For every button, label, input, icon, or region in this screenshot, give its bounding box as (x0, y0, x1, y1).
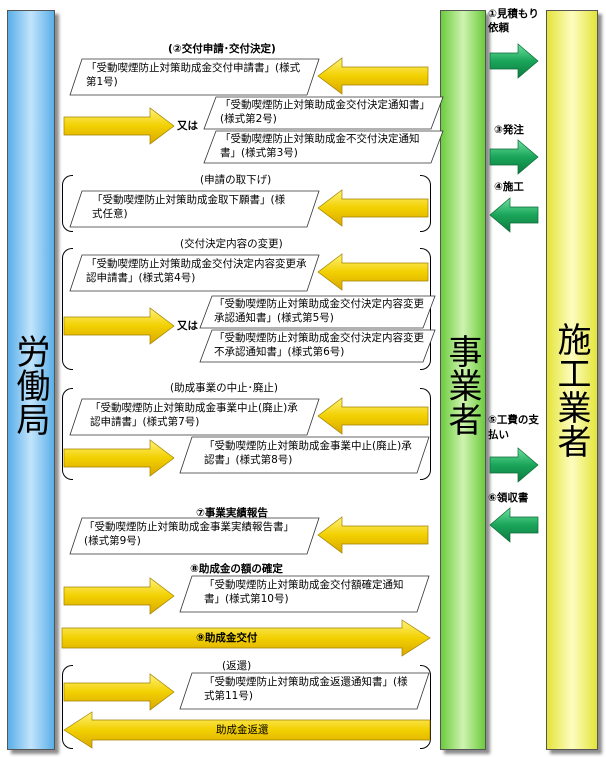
contractor-column (546, 10, 598, 750)
step4-green-arrow (489, 197, 539, 233)
step3-label: ③発注 (494, 124, 524, 136)
s7-doc-frame (69, 517, 320, 555)
change-doc1-frame (69, 254, 320, 292)
step1-green-arrow (489, 43, 539, 79)
s2-yellow-arrow-left (317, 57, 429, 95)
step6-label: ⑥領収書 (488, 492, 529, 504)
change-yellow-arrow-right (63, 307, 175, 345)
return-title: (返還) (222, 660, 252, 672)
s8-yellow-arrow (63, 577, 175, 615)
change-doc2-frame (199, 295, 436, 329)
stop-title: (助成事業の中止･廃止) (170, 382, 278, 394)
labour-bureau-column (7, 10, 55, 750)
business-operator-title: 事業者 (442, 334, 482, 436)
step5-green-arrow (489, 447, 539, 483)
s2-doc2: 「受動喫煙防止対策助成金交付決定通知書」(様式第2号) (220, 99, 430, 125)
s9-long-arrow (61, 619, 431, 657)
contractor-title: 施工業者 (551, 322, 591, 458)
stop-doc1-frame (69, 398, 320, 436)
stop-yellow-arrow-left (317, 397, 429, 435)
s2-doc1: 「受動喫煙防止対策助成金交付申請書」(様式第1号) (86, 62, 301, 88)
step3-green-arrow (489, 139, 539, 175)
change-doc1: 「受動喫煙防止対策助成金交付決定内容変更承認申請書」(様式第4号) (86, 258, 307, 284)
s9-label: ⑨助成金交付 (196, 632, 258, 644)
stop-doc2-frame (179, 436, 430, 474)
s2-yellow-arrow-right (63, 107, 175, 145)
step4-label: ④施工 (494, 181, 524, 193)
withdraw-doc: 「受動喫煙防止対策助成金取下願書」(様式任意) (92, 194, 286, 220)
return-doc-frame (179, 672, 430, 710)
s7-doc: 「受動喫煙防止対策助成金事業実績報告書」(様式第9号) (84, 521, 294, 547)
s2-or-label: 又は (177, 120, 198, 132)
step5-label: ⑤工費の支払い (488, 414, 539, 441)
return-doc: 「受動喫煙防止対策助成金返還通知書」(様式第11号) (204, 676, 408, 702)
step7-title: ⑦事業実績報告 (196, 507, 268, 519)
change-title: (交付決定内容の変更) (180, 238, 283, 250)
change-doc3: 「受動喫煙防止対策助成金交付決定内容変更不承認通知書」(様式第6号) (214, 332, 424, 358)
step8-title: ⑧助成金の額の確定 (190, 563, 283, 575)
withdraw-title: (申請の取下げ) (200, 174, 272, 186)
return-long-arrow (63, 711, 431, 749)
labour-bureau-title: 労働局 (10, 334, 50, 436)
change-doc3-frame (199, 329, 436, 363)
withdraw-doc-frame (69, 190, 320, 228)
s2-doc1-frame (69, 58, 320, 96)
stop-doc2: 「受動喫煙防止対策助成金事業中止(廃止)承認書」(様式第8号) (204, 440, 412, 466)
change-yellow-arrow-left (317, 253, 429, 291)
s2-doc2-frame (203, 96, 444, 130)
change-or-label: 又は (177, 320, 198, 332)
s2-doc3-frame (203, 130, 444, 164)
return-label: 助成金返還 (216, 724, 269, 736)
s8-doc: 「受動喫煙防止対策助成金交付額確定通知書」(様式第10号) (204, 579, 404, 605)
step1-label: ①見積もり依頼 (488, 8, 539, 34)
stop-doc1: 「受動喫煙防止対策助成金事業中止(廃止)承認申請書」(様式第7号) (90, 402, 298, 428)
stop-yellow-arrow-right (63, 439, 175, 477)
withdraw-yellow-arrow (317, 189, 429, 227)
step6-green-arrow (489, 507, 539, 543)
change-doc2: 「受動喫煙防止対策助成金交付決定内容変更承認通知書」(様式第5号) (214, 298, 424, 324)
section2-title: (②交付申請･交付決定) (168, 43, 276, 55)
s2-doc3: 「受動喫煙防止対策助成金不交付決定通知書」(様式第3号) (220, 133, 420, 159)
s7-yellow-arrow (317, 516, 429, 554)
return-yellow-arrow-right (63, 673, 175, 711)
business-operator-column (440, 10, 486, 750)
s8-doc-frame (179, 575, 430, 613)
